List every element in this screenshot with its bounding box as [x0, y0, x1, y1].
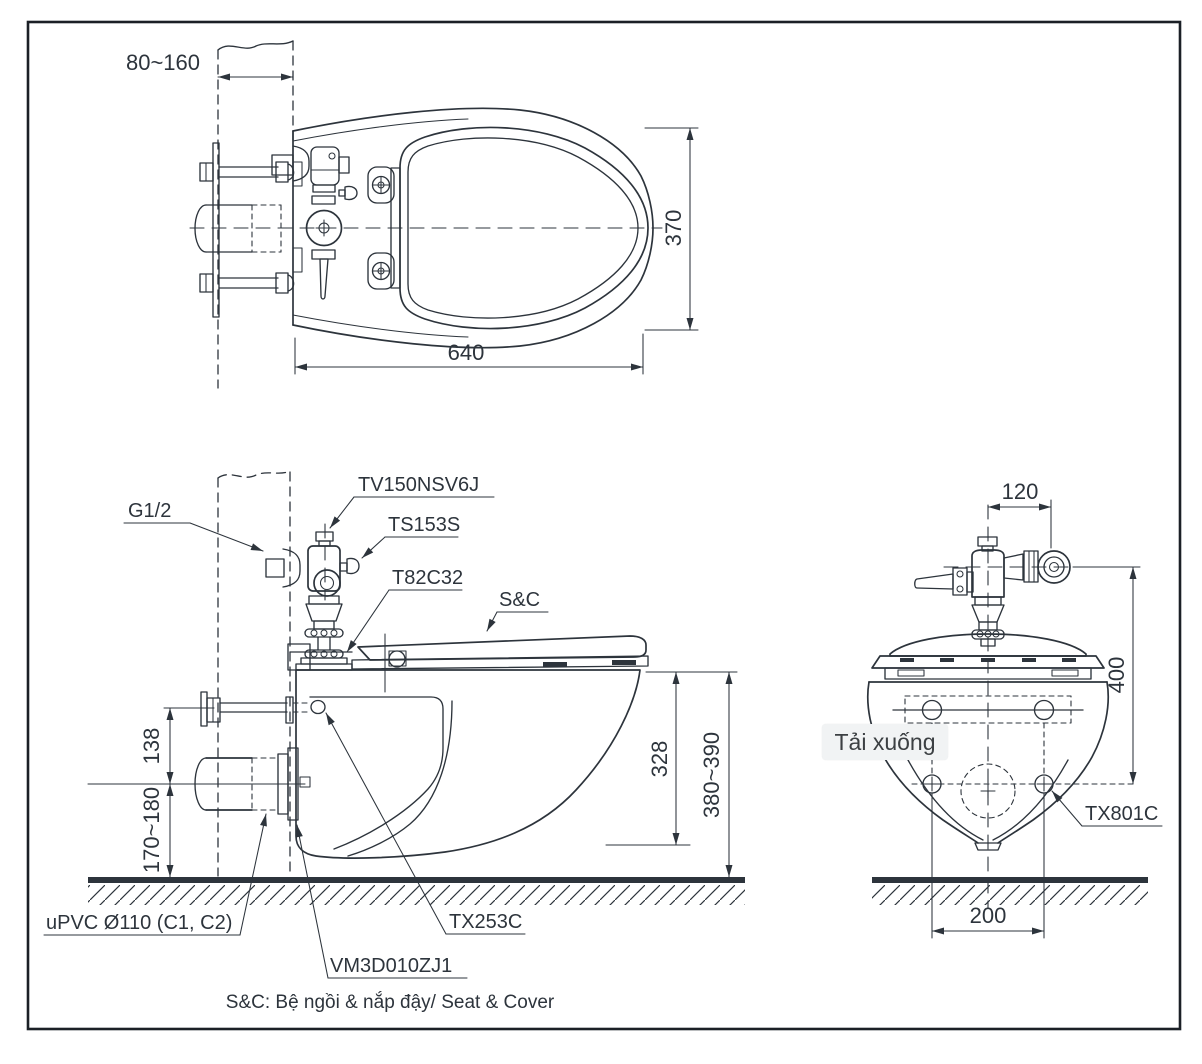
dim-wall-thickness: 80~160: [126, 50, 294, 81]
flush-valve-label: TV150NSV6J: [358, 474, 479, 496]
mounting-bolts-top: [199, 142, 295, 318]
dim-seat-width-label: 370: [661, 210, 686, 247]
drain-pipe-top: [194, 204, 282, 253]
dim-depth: 640: [294, 333, 644, 375]
seat-cover-side: [287, 633, 649, 693]
dim-bolt-to-drain-label: 138: [139, 728, 164, 765]
floor-front: [872, 877, 1148, 905]
dim-rim-height: 380~390: [699, 671, 733, 878]
bowl-rim-top: [292, 107, 654, 349]
dim-rim-to-underside: 328: [605, 671, 738, 846]
dim-supply-height-label: 400: [1104, 657, 1129, 694]
dim-rim-height-label: 380~390: [699, 732, 724, 818]
wall-section-side: [217, 470, 291, 877]
supply-thread-label: G1/2: [128, 500, 171, 522]
floor-side: [88, 877, 745, 905]
dim-seat-width: 370: [644, 127, 699, 331]
bolt-cap-callout: TX801C: [1051, 790, 1163, 827]
side-view: 138 170~180 328 380~390 G1/2 TV150NSV6J …: [43, 470, 745, 979]
dim-valve-offset: 120: [987, 479, 1052, 549]
flush-valve-front: [914, 536, 1071, 647]
front-view: 120 400 200 TX801C: [866, 479, 1163, 939]
mounting-bolt-side: [200, 691, 312, 727]
drawing-border: [26, 20, 1182, 1031]
dim-valve-offset-label: 120: [1002, 479, 1039, 504]
dim-bolt-to-drain: 138: [139, 707, 215, 785]
download-button[interactable]: Tải xuống: [822, 724, 948, 760]
seat-cover-top: [367, 126, 649, 330]
wall-section-top: [217, 40, 294, 389]
dim-drain-height: 170~180: [139, 783, 174, 878]
flush-valve-side: [265, 523, 360, 671]
dim-bolt-spacing: 200: [931, 792, 1045, 939]
mounting-front: [892, 695, 1135, 819]
seat-cover-footnote: S&C: Bệ ngồi & nắp đậy/ Seat & Cover: [226, 991, 555, 1013]
dim-bolt-spacing-label: 200: [970, 903, 1007, 928]
dim-wall-thickness-label: 80~160: [126, 50, 200, 75]
bolt-cap-label: TX801C: [1085, 803, 1158, 825]
drain-connector-label: VM3D010ZJ1: [330, 955, 452, 977]
dim-supply-height: 400: [1072, 566, 1141, 785]
fixing-bolt-label: TX253C: [449, 911, 522, 933]
seat-cover-callout-label: S&C: [499, 589, 540, 611]
top-view: 80~160 370 640: [126, 40, 699, 389]
spud-label: T82C32: [392, 567, 463, 589]
flush-valve-top: [271, 145, 358, 300]
bowl-front: [866, 633, 1110, 851]
drain-pipe-side: [87, 747, 306, 821]
drain-pipe-label: uPVC Ø110 (C1, C2): [46, 912, 232, 934]
bowl-side: [295, 669, 641, 859]
dim-drain-height-label: 170~180: [139, 787, 164, 873]
part-labels-side: G1/2 TV150NSV6J TS153S T82C32 S&C uPVC Ø…: [43, 474, 549, 979]
dim-rim-to-underside-label: 328: [647, 741, 672, 778]
dim-depth-label: 640: [448, 340, 485, 365]
stop-valve-label: TS153S: [388, 514, 460, 536]
